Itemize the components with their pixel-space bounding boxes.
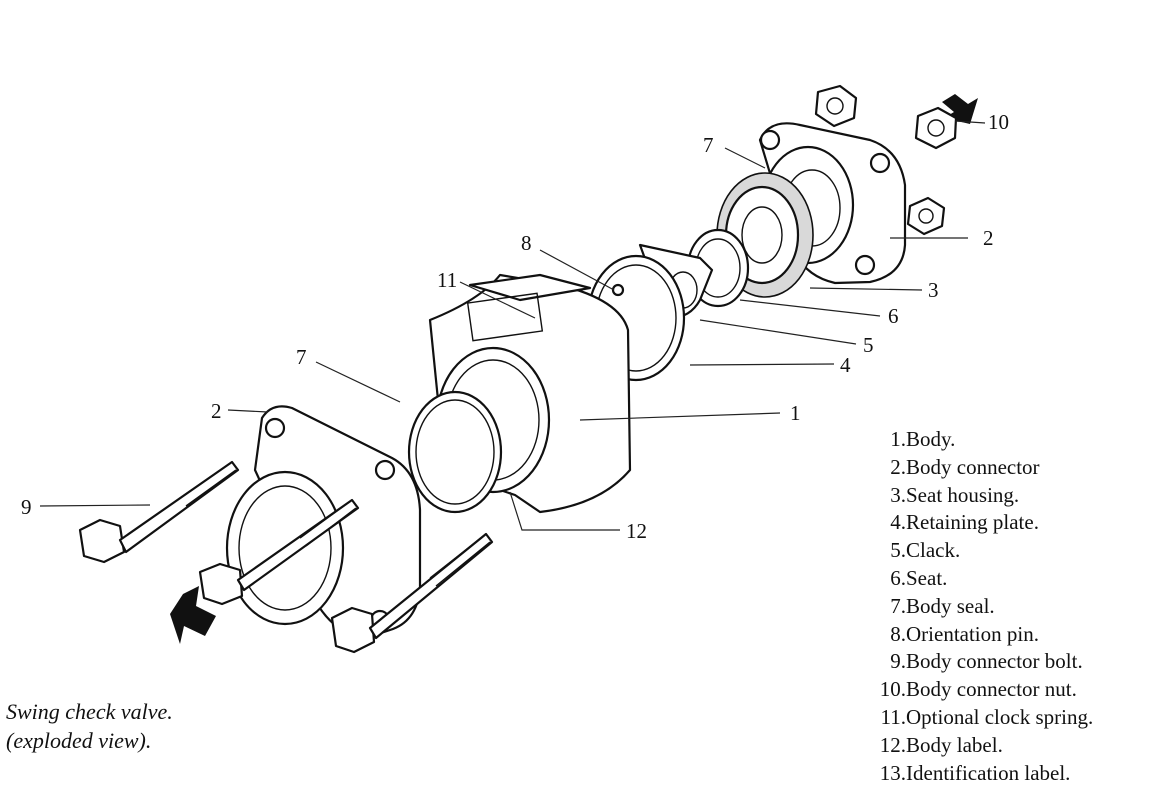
legend-item: 10.Body connector nut.: [879, 677, 1077, 702]
legend-item: 13.Identification label.: [879, 760, 1071, 785]
legend-item: 5.Clack.: [890, 538, 961, 563]
figure-caption: Swing check valve. (exploded view).: [6, 697, 173, 755]
caption-line-2: (exploded view).: [6, 728, 152, 753]
leader-lines: [39, 120, 986, 531]
callout-3: 3: [928, 278, 939, 302]
legend-item: 9.Body connector bolt.: [890, 649, 1083, 674]
legend-item: 7.Body seal.: [890, 593, 995, 618]
callout-5: 5: [863, 333, 874, 357]
legend-item: 8.Orientation pin.: [890, 621, 1039, 646]
callout-7-right: 7: [703, 133, 714, 157]
legend-item: 6.Seat.: [890, 565, 948, 590]
callout-4: 4: [840, 353, 851, 377]
parts-legend: 1.Body. 2.Body connector 3.Seat housing.…: [866, 426, 1093, 787]
callout-9: 9: [21, 495, 32, 519]
callout-6: 6: [888, 304, 899, 328]
legend-item: 4.Retaining plate.: [890, 510, 1039, 535]
callout-1: 1: [790, 401, 801, 425]
callout-12: 12: [626, 519, 647, 543]
callout-7-left: 7: [296, 345, 307, 369]
legend-item: 1.Body.: [890, 427, 956, 451]
legend-item: 2.Body connector: [890, 454, 1040, 479]
body-connector-nut-right: [914, 106, 958, 150]
body-connector-bolt-middle: [198, 498, 360, 606]
body-connector-bolt-upper: [78, 460, 240, 564]
legend-item: 12.Body label.: [879, 732, 1003, 757]
caption-line-1: Swing check valve.: [6, 699, 173, 724]
callout-11: 11: [437, 268, 457, 292]
legend-item: 3.Seat housing.: [890, 482, 1020, 507]
body-connector-bolt-lower: [330, 532, 494, 654]
body-connector-nut-lower: [906, 196, 946, 236]
callout-2-left: 2: [211, 399, 222, 423]
callout-2-right: 2: [983, 226, 994, 250]
flow-arrow-outlet-icon: [170, 586, 216, 644]
body-connector-nut-top: [814, 84, 858, 128]
callout-10: 10: [988, 110, 1009, 134]
legend-item: 11.Optional clock spring.: [880, 704, 1094, 729]
callout-8: 8: [521, 231, 532, 255]
body-seal-left: [407, 390, 503, 514]
